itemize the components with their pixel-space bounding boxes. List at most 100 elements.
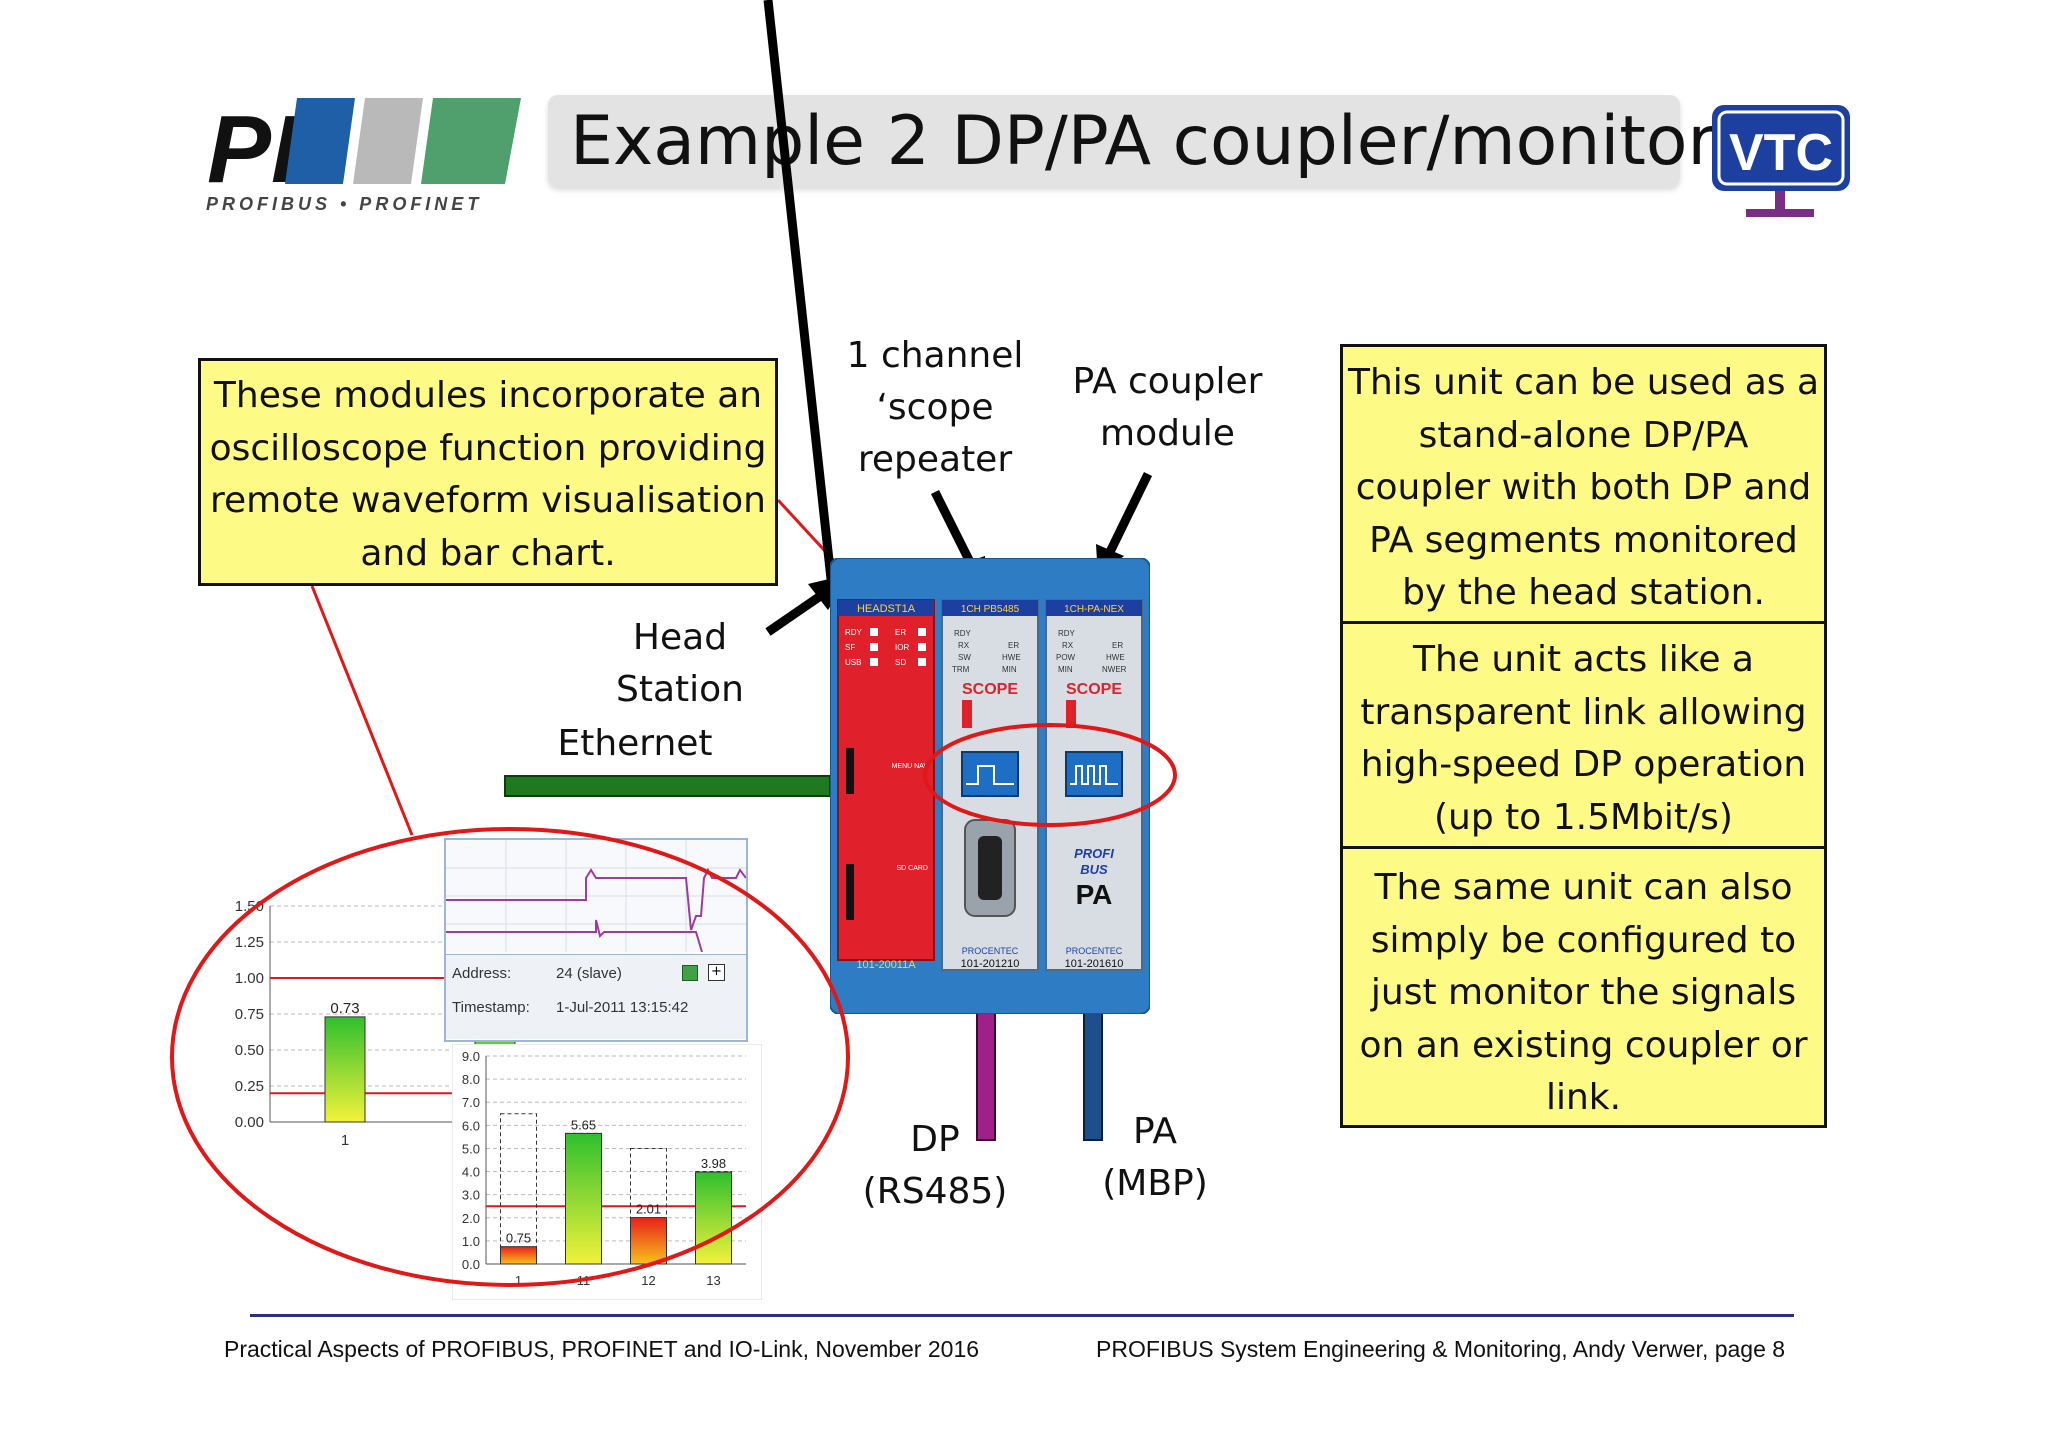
- vtc-stand-base: [1746, 209, 1814, 217]
- scope-module-scope-label: SCOPE: [962, 681, 1018, 698]
- led-label: NWER: [1102, 665, 1127, 674]
- vtc-logo: VTC: [1710, 103, 1854, 221]
- chart-bar: [695, 1171, 732, 1265]
- led-indicator: [918, 643, 926, 651]
- pi-logo-grey-block: [353, 98, 423, 184]
- pa-module-brand: PROCENTEC: [1066, 946, 1123, 956]
- label-head-station-line: Station: [616, 669, 744, 710]
- coupler-device: HEADST1A RDY ER SF IOR USB SD MENU NAV S…: [829, 557, 1151, 1015]
- chart-bar: [565, 1132, 602, 1265]
- note-transparent-link-line: transparent link allowing: [1360, 691, 1807, 733]
- chart-bar: [324, 1016, 366, 1123]
- chart-data-label: 3.98: [701, 1156, 726, 1171]
- chart-data-label: 0.75: [506, 1231, 531, 1246]
- footer-left: Practical Aspects of PROFIBUS, PROFINET …: [224, 1336, 980, 1362]
- footer-right: PROFIBUS System Engineering & Monitoring…: [1096, 1336, 1786, 1362]
- led-label: RDY: [954, 629, 972, 638]
- vtc-logo-graphic: VTC: [1712, 105, 1850, 217]
- address-value: 24 (slave): [556, 965, 622, 982]
- chart-y-tick-label: 6.0: [462, 1118, 480, 1133]
- scope-module-waveform: [966, 765, 1014, 785]
- note-monitor-only-line: on an existing coupler or: [1359, 1024, 1808, 1066]
- pa-module-pa-logo: PA: [1076, 879, 1113, 910]
- note-monitor-only-line: link.: [1545, 1077, 1622, 1118]
- note-standalone-line: stand-alone DP/PA: [1418, 414, 1749, 456]
- profibus-logo-bus: BUS: [1080, 862, 1108, 877]
- note-monitor-only-line: The same unit can also: [1374, 867, 1793, 908]
- note-transparent-link: The unit acts like a transparent link al…: [1340, 621, 1827, 849]
- led-indicator: [918, 628, 926, 636]
- led-label: RX: [958, 641, 970, 650]
- led-label: MIN: [1058, 665, 1073, 674]
- menu-nav-label: MENU NAV: [892, 763, 929, 770]
- scope-module-part-number: 101-201210: [961, 958, 1020, 970]
- chart-y-tick-label: 0.25: [235, 1078, 264, 1095]
- note-oscilloscope-line: oscilloscope function providing: [209, 427, 767, 469]
- chart-x-tick-label: 12: [641, 1273, 655, 1288]
- chart-bar: [500, 1246, 537, 1265]
- page-title: Example 2 DP/PA coupler/monitor: [570, 102, 1716, 181]
- timestamp-label: Timestamp:: [452, 999, 530, 1016]
- waveform-plot: [446, 840, 747, 953]
- chart-y-tick-label: 7.0: [462, 1095, 480, 1110]
- chart-bar: [630, 1217, 667, 1265]
- vtc-stand-neck: [1775, 191, 1785, 211]
- led-label: MIN: [1002, 665, 1017, 674]
- label-pa-coupler-line: PA coupler: [1072, 361, 1263, 402]
- status-indicator: [682, 965, 698, 981]
- chart-y-tick-label: 4.0: [462, 1165, 480, 1180]
- label-pa-line: PA: [1132, 1111, 1178, 1152]
- label-scope-repeater: 1 channel ‘scope repeater: [825, 330, 1045, 486]
- vtc-logo-text: VTC: [1729, 124, 1833, 182]
- pi-logo-green-block: [421, 98, 521, 184]
- title-bar: [548, 95, 1680, 187]
- expand-icon[interactable]: +: [708, 964, 725, 981]
- chart-y-tick-label: 0.00: [235, 1114, 264, 1131]
- led-indicator: [870, 658, 878, 666]
- chart-y-tick-label: 9.0: [462, 1049, 480, 1064]
- led-label: USB: [845, 658, 861, 667]
- chart-y-tick-label: 1.25: [235, 934, 264, 951]
- label-head-station: Head Station: [590, 612, 770, 716]
- callout-line-to-charts: [310, 585, 414, 836]
- note-standalone-line: coupler with both DP and: [1355, 467, 1812, 508]
- note-monitor-only: The same unit can also simply be configu…: [1340, 846, 1827, 1128]
- scope-module-dip-switch: [962, 700, 972, 728]
- note-oscilloscope-line: and bar chart.: [360, 532, 616, 574]
- label-scope-repeater-line: repeater: [857, 439, 1013, 480]
- note-monitor-only-line: simply be configured to: [1370, 919, 1797, 961]
- address-label: Address:: [452, 965, 512, 982]
- pi-logo-tagline: PROFIBUS • PROFINET: [206, 194, 483, 214]
- vtc-monitor-screen: [1712, 105, 1850, 191]
- waveform-info-panel: Address: 24 (slave) + Timestamp: 1-Jul-2…: [446, 954, 746, 1039]
- pa-module-dip-switch: [1066, 700, 1076, 728]
- note-standalone-line: PA segments monitored: [1369, 519, 1798, 561]
- pi-logo: PI: [205, 92, 525, 217]
- led-label: SD: [895, 658, 906, 667]
- chart-y-tick-label: 2.0: [462, 1211, 480, 1226]
- chart-y-tick-label: 1.00: [235, 970, 264, 987]
- scope-module-brand: PROCENTEC: [962, 946, 1019, 956]
- pa-module-scope-label: SCOPE: [1066, 681, 1122, 698]
- vtc-monitor-bezel: [1717, 110, 1845, 186]
- label-pa-coupler-line: module: [1100, 413, 1235, 454]
- chart-y-tick-label: 3.0: [462, 1188, 480, 1203]
- led-label: RDY: [845, 628, 863, 637]
- pa-module-title-bar: [1046, 600, 1142, 616]
- scope-highlight-ellipse: [923, 723, 1177, 827]
- pa-module-title: 1CH-PA-NEX: [1064, 604, 1124, 615]
- led-label: SF: [845, 643, 855, 652]
- label-dp-line: (RS485): [862, 1171, 1008, 1212]
- led-label: TRM: [952, 665, 970, 674]
- chart-y-tick-label: 0.75: [235, 1006, 264, 1023]
- head-station-title: HEADST1A: [857, 603, 916, 615]
- led-label: POW: [1056, 653, 1076, 662]
- charts-highlight-ellipse: [170, 827, 850, 1287]
- led-label: ER: [1112, 641, 1123, 650]
- note-monitor-only-line: just monitor the signals: [1370, 972, 1797, 1013]
- led-label: HWE: [1002, 653, 1021, 662]
- note-oscilloscope-line: These modules incorporate an: [213, 375, 763, 416]
- waveform-panel: Address: 24 (slave) + Timestamp: 1-Jul-2…: [444, 838, 748, 1042]
- waveform-trace-dp: [446, 867, 747, 931]
- led-label: RX: [1062, 641, 1074, 650]
